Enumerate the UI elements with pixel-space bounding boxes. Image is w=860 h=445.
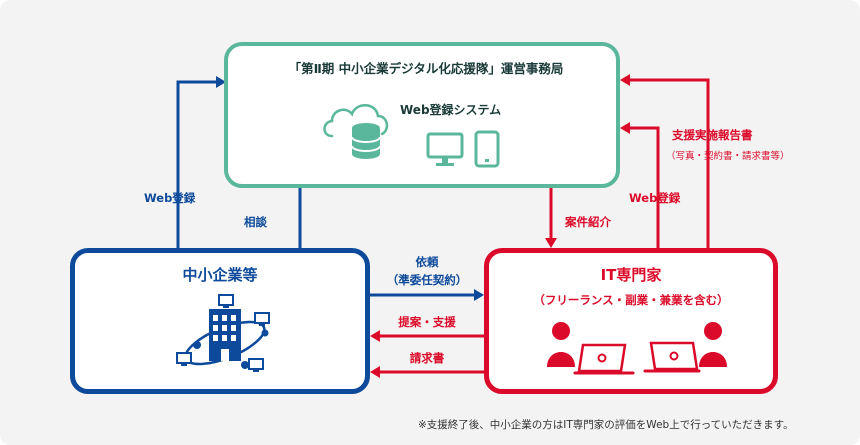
it-expert-subtitle: （フリーランス・副業・兼業を含む） <box>533 293 729 307</box>
arrowhead-invoice <box>370 366 380 378</box>
person-laptop-icon <box>547 322 635 375</box>
arrowhead-proposal-support <box>370 330 380 342</box>
web-system-label: Web登録システム <box>400 103 502 117</box>
arrowhead-request <box>474 289 484 301</box>
arrowhead-support-report <box>620 74 630 86</box>
office-box: 「第Ⅱ期 中小企業デジタル化応援隊」運営事務局 Web登録システム <box>224 42 620 188</box>
footnote: ※支援終了後、中小企業の方はIT専門家の評価をWeb上で行っていただきます。 <box>418 419 794 431</box>
person-laptop-icon <box>643 322 727 373</box>
label-request: 依頼 <box>415 255 439 269</box>
label-sme-web-register: Web登録 <box>144 191 196 205</box>
arrow-sme-web-register <box>176 80 218 248</box>
it-expert-title: IT専門家 <box>600 266 662 284</box>
arrowhead-sme-web-register <box>216 76 226 88</box>
label-it-web-register: Web登録 <box>629 191 681 205</box>
desktop-monitor-icon <box>426 132 464 166</box>
arrowhead-case-intro <box>545 238 557 248</box>
label-invoice: 請求書 <box>409 351 445 365</box>
cloud-database-icon <box>323 104 389 159</box>
label-case-intro: 案件紹介 <box>565 215 611 229</box>
office-title: 「第Ⅱ期 中小企業デジタル化応援隊」運営事務局 <box>288 61 564 76</box>
tablet-icon <box>474 130 500 168</box>
it-expert-box: IT専門家 （フリーランス・副業・兼業を含む） <box>484 248 778 394</box>
arrow-support-report <box>628 78 710 248</box>
label-support-report: 支援実施報告書 <box>672 128 753 142</box>
label-proposal-support: 提案・支援 <box>398 315 456 329</box>
label-request-contract: （準委任契約） <box>386 273 468 287</box>
label-support-report-detail: （写真・契約書・請求書等） <box>666 151 790 162</box>
label-consult: 相談 <box>244 215 267 229</box>
sme-title: 中小企業等 <box>182 266 258 284</box>
building-network-icon <box>176 294 270 372</box>
sme-box: 中小企業等 <box>70 248 370 394</box>
arrowhead-it-web-register <box>620 122 630 134</box>
arrow-it-web-register <box>628 126 660 248</box>
